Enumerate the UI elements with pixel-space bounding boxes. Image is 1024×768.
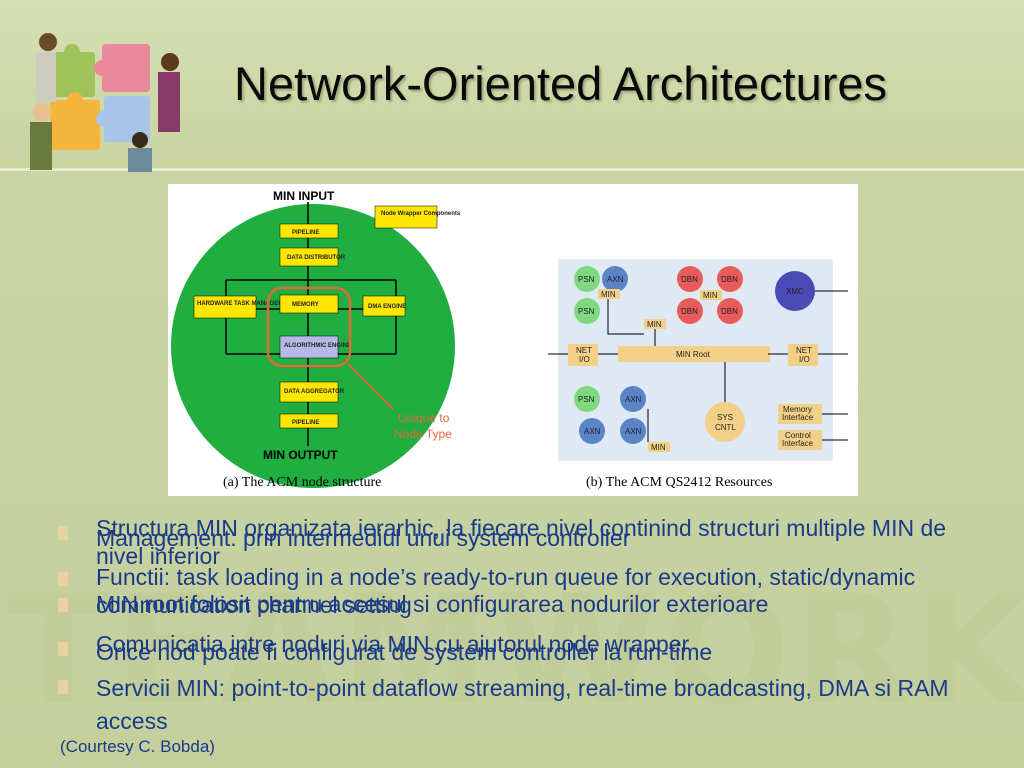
pipeline-top: PIPELINE [292, 230, 319, 236]
svg-text:DBN: DBN [721, 275, 738, 284]
svg-text:Interface: Interface [782, 439, 814, 448]
header-divider [0, 168, 1024, 171]
svg-text:XMC: XMC [786, 287, 804, 296]
svg-text:Interface: Interface [782, 413, 814, 422]
unique-to-label: Unique to [398, 411, 450, 425]
svg-text:NET: NET [576, 346, 592, 355]
bullet-item: MIN root folosit pentru accesul si confi… [96, 591, 769, 617]
svg-text:AXN: AXN [625, 395, 642, 404]
svg-text:NET: NET [796, 346, 812, 355]
bullet-item: Servicii MIN: point-to-point dataflow st… [96, 675, 949, 734]
data-aggregator: DATA AGGREGATOR [284, 389, 345, 395]
svg-text:MIN: MIN [601, 290, 616, 299]
courtesy-note: (Courtesy C. Bobda) [60, 737, 215, 756]
svg-text:PSN: PSN [578, 307, 595, 316]
bullet-item: Structura MIN organizata ierarhic, la fi… [96, 515, 947, 569]
svg-text:AXN: AXN [584, 427, 601, 436]
svg-text:MIN Root: MIN Root [676, 350, 711, 359]
bullet-item: Management: prin intermediul unui system… [96, 525, 631, 551]
pipeline-bottom: PIPELINE [292, 420, 319, 426]
svg-text:AXN: AXN [607, 275, 624, 284]
teamwork-puzzle-logo [30, 33, 180, 172]
svg-text:CNTL: CNTL [715, 423, 736, 432]
svg-text:MIN: MIN [651, 443, 666, 452]
bullet-marker [58, 642, 68, 656]
bullet-marker [58, 680, 68, 694]
dma-engine: DMA ENGINE [368, 304, 406, 310]
svg-text:DBN: DBN [681, 275, 698, 284]
bullet-item: Functii: task loading in a node’s ready-… [96, 564, 916, 618]
svg-text:DBN: DBN [721, 307, 738, 316]
acm-figure: MIN INPUT Node Wrapper Components PIPELI… [168, 184, 858, 496]
bullet-item: Orice nod poate fi configurat de system … [96, 639, 713, 665]
bullet-item: Comunicatia intre noduri via MIN cu ajut… [96, 631, 690, 657]
legend-label: Node Wrapper Components [381, 211, 461, 217]
bullet-marker [58, 526, 68, 540]
hw-task-manager: HARDWARE TASK MANAGER [197, 301, 283, 307]
memory-block: MEMORY [292, 302, 319, 308]
svg-text:Control: Control [785, 431, 811, 440]
svg-text:Memory: Memory [783, 405, 812, 414]
teamwork-watermark: TEAMWORK [7, 564, 1024, 738]
svg-text:AXN: AXN [625, 427, 642, 436]
svg-text:SYS: SYS [717, 413, 733, 422]
bullet-marker [58, 572, 68, 586]
svg-text:MIN: MIN [703, 291, 718, 300]
svg-text:MIN: MIN [647, 320, 662, 329]
svg-text:I/O: I/O [579, 355, 590, 364]
algorithmic-engine: ALGORITHMIC ENGINE [284, 343, 351, 349]
caption-right: (b) The ACM QS2412 Resources [586, 475, 772, 490]
svg-text:I/O: I/O [799, 355, 810, 364]
min-input-label: MIN INPUT [273, 189, 335, 203]
min-output-label: MIN OUTPUT [263, 448, 338, 462]
acm-qs2412-diagram: PSN AXN PSN MIN DBN DBN DBN DBN MIN XMC … [548, 259, 848, 490]
svg-text:DBN: DBN [681, 307, 698, 316]
slide-title: Network-Oriented Architectures [234, 57, 888, 110]
data-distributor: DATA DISTRIBUTOR [287, 255, 346, 261]
acm-node-structure-diagram: MIN INPUT Node Wrapper Components PIPELI… [171, 189, 461, 490]
node-type-label: Node Type [394, 427, 452, 441]
svg-text:PSN: PSN [578, 275, 595, 284]
svg-text:PSN: PSN [578, 395, 595, 404]
bullet-marker [58, 598, 68, 612]
caption-left: (a) The ACM node structure [223, 475, 381, 490]
